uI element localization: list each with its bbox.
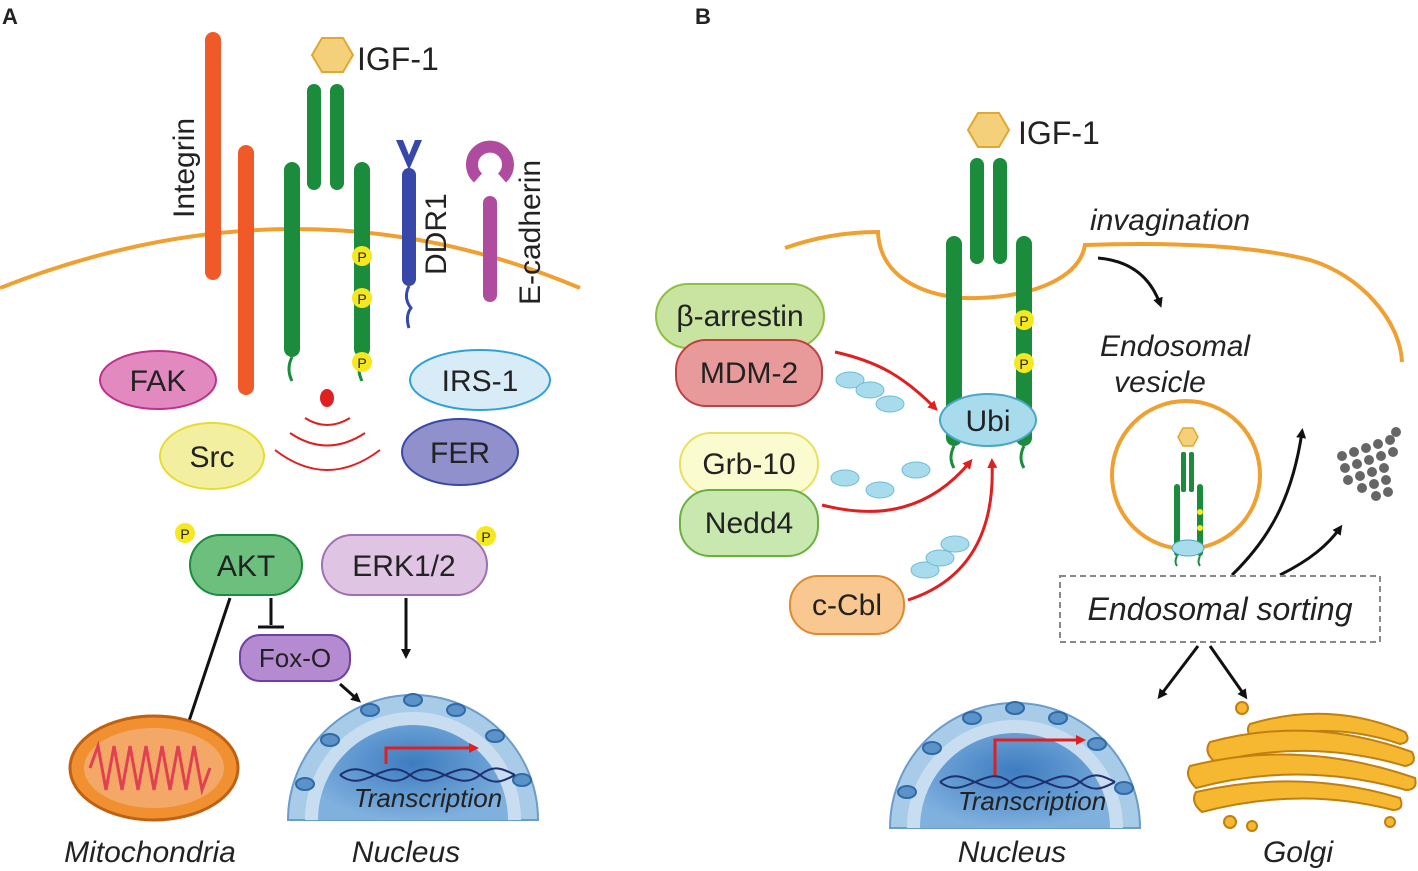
- ubiquitination-arrows: [821, 350, 998, 602]
- sorting-arrows: [1157, 428, 1343, 700]
- ubi-node: Ubi: [939, 393, 1037, 447]
- src-node: Src: [159, 422, 265, 490]
- receptor-phospho-sites-b: P P: [1014, 310, 1034, 373]
- ubiquitin-chain-dots: [830, 371, 970, 579]
- svg-text:AKT: AKT: [217, 550, 275, 583]
- svg-text:P: P: [1019, 356, 1028, 372]
- svg-text:Ubi: Ubi: [965, 405, 1010, 438]
- erk-node: ERK1/2 P: [321, 526, 496, 596]
- svg-text:P: P: [357, 291, 366, 307]
- svg-text:β-arrestin: β-arrestin: [676, 300, 803, 333]
- svg-text:Fox-O: Fox-O: [259, 643, 331, 673]
- svg-text:IRS-1: IRS-1: [442, 365, 519, 398]
- igf1-label-b: IGF-1: [1018, 115, 1100, 151]
- invagination-label: invagination: [1090, 204, 1250, 237]
- svg-text:Grb-10: Grb-10: [702, 448, 795, 481]
- endosomal-vesicle-label-line1: Endosomal: [1100, 330, 1251, 363]
- transcription-label-a: Transcription: [354, 783, 502, 813]
- golgi-apparatus: [1187, 701, 1417, 832]
- nucleus-a: [286, 693, 540, 821]
- panel-a: A Integrin IGF-1 P P P: [0, 4, 581, 869]
- panel-b-letter: B: [695, 4, 711, 29]
- endosomal-sorting-box: Endosomal sorting: [1059, 575, 1381, 643]
- svg-text:P: P: [357, 355, 366, 371]
- ddr1-receptor: [396, 140, 422, 329]
- svg-text:P: P: [357, 249, 366, 265]
- svg-text:P: P: [180, 526, 189, 542]
- invagination-arrow: [1097, 256, 1163, 308]
- mitochondria-label: Mitochondria: [64, 836, 236, 869]
- svg-text:MDM-2: MDM-2: [700, 357, 798, 390]
- svg-text:c-Cbl: c-Cbl: [812, 589, 882, 622]
- c-cbl-node: c-Cbl: [789, 575, 905, 635]
- grb10-node: Grb-10: [679, 432, 819, 496]
- svg-text:P: P: [1019, 313, 1028, 329]
- igf1-hexagon-a: [310, 37, 355, 73]
- akt-node: AKT P: [175, 523, 303, 596]
- panel-a-arrows: [183, 597, 411, 734]
- golgi-label: Golgi: [1263, 836, 1334, 869]
- svg-text:Nedd4: Nedd4: [705, 507, 793, 540]
- integrin-receptor: [205, 32, 254, 395]
- svg-text:ERK1/2: ERK1/2: [352, 550, 455, 583]
- e-cadherin-label: E-cadherin: [514, 160, 547, 305]
- endosomal-vesicle: [1110, 399, 1262, 567]
- fer-node: FER: [401, 418, 519, 486]
- integrin-label: Integrin: [168, 118, 201, 218]
- nucleus-b: [888, 701, 1142, 829]
- igf1-receptor-b: [946, 158, 1032, 469]
- irs1-node: IRS-1: [409, 349, 551, 411]
- receptor-phospho-sites-a: P P P: [352, 246, 372, 372]
- svg-text:Endosomal sorting: Endosomal sorting: [1087, 591, 1352, 627]
- svg-text:FER: FER: [430, 437, 490, 470]
- svg-text:P: P: [481, 529, 490, 545]
- plasma-membrane-b: [784, 229, 1404, 363]
- svg-text:Src: Src: [190, 441, 235, 474]
- nedd4-node: Nedd4: [679, 489, 819, 557]
- nucleus-label-b: Nucleus: [958, 836, 1066, 869]
- ddr1-label: DDR1: [420, 193, 453, 275]
- e-cadherin-receptor: [466, 140, 514, 302]
- panel-b: B IGF-1 P P Ubi invagination E: [655, 4, 1417, 869]
- signal-waves: [274, 389, 381, 471]
- foxo-node: Fox-O: [239, 634, 351, 682]
- mitochondria-organelle: [68, 714, 240, 822]
- mdm2-node: MDM-2: [675, 339, 823, 407]
- nucleus-label-a: Nucleus: [352, 836, 460, 869]
- fak-node: FAK: [99, 350, 217, 410]
- degradation-dots: [1337, 427, 1401, 501]
- endosomal-vesicle-label-line2: vesicle: [1114, 366, 1206, 399]
- svg-text:FAK: FAK: [130, 365, 187, 398]
- transcription-label-b: Transcription: [958, 786, 1106, 816]
- igf1-hexagon-b: [966, 112, 1011, 148]
- igf1-label-a: IGF-1: [357, 41, 439, 77]
- igf1-receptor-a: [284, 84, 370, 382]
- beta-arrestin-node: β-arrestin: [655, 283, 825, 349]
- panel-a-letter: A: [2, 4, 18, 29]
